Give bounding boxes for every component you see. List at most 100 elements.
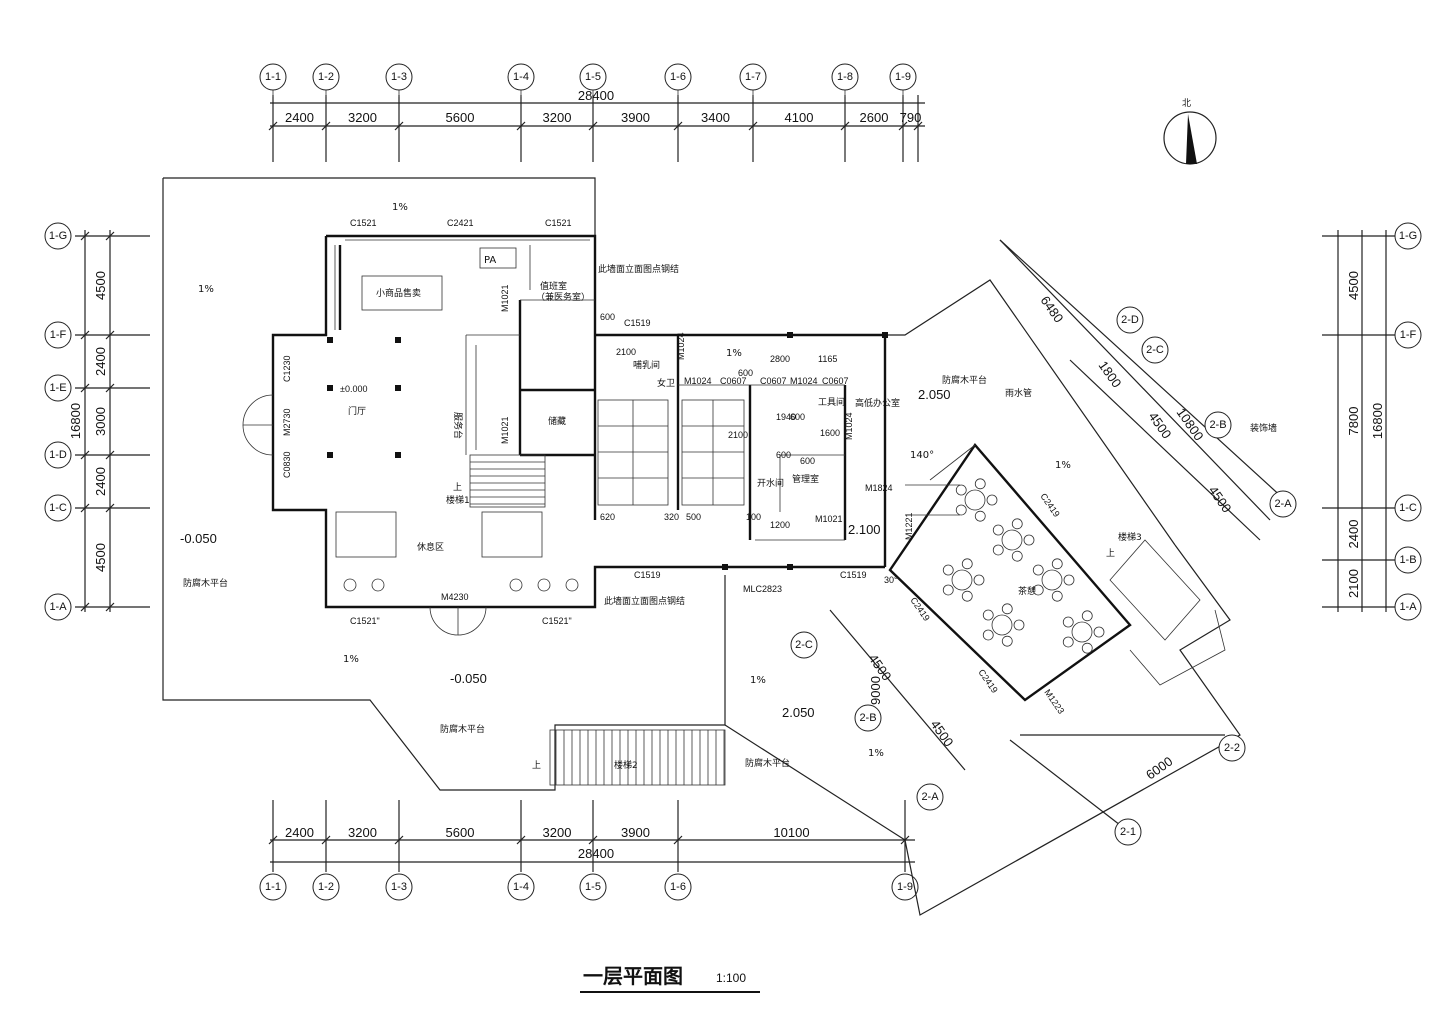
axis-bubble-right-label: 1-G — [1399, 230, 1417, 242]
left-total-dim: 16800 — [68, 403, 83, 439]
left-seg-dim: 3000 — [93, 407, 108, 436]
axis-bubble-top-label: 1-2 — [318, 71, 334, 83]
top-seg-dim: 790 — [900, 110, 922, 125]
chair — [1011, 518, 1023, 530]
axis-bubble-bottom: 1-5 — [579, 873, 607, 901]
axis-bubble-bottom-label: 1-9 — [897, 881, 913, 893]
axis-bubble-bottom: 1-9 — [891, 873, 919, 901]
interior-dim: 600 — [776, 450, 791, 460]
door-window-code: C1519 — [634, 570, 661, 580]
axis-bubble-top: 1-8 — [831, 63, 859, 91]
left-seg-dim: 2400 — [93, 467, 108, 496]
door-window-code: C2419 — [908, 595, 931, 622]
wall-note: 此墙面立面图点钢结 — [598, 263, 679, 274]
door-window-code: M1021 — [500, 284, 510, 312]
axis-bubble-right-label: 1-F — [1400, 329, 1417, 341]
axis-bubble-top-label: 1-5 — [585, 71, 601, 83]
structural-column — [722, 564, 728, 570]
axis-bubble-top-label: 1-9 — [895, 71, 911, 83]
seating-furniture — [335, 247, 579, 592]
axis-bubble-bottom-label: 1-1 — [265, 881, 281, 893]
axis-bubble-bottom-label: 1-6 — [670, 881, 686, 893]
axis-bubble-top-label: 1-6 — [670, 71, 686, 83]
interior-dim: 1165 — [818, 354, 837, 364]
interior-dim: 100 — [746, 512, 761, 522]
axis-bubble-bottom-label: 1-4 — [513, 881, 529, 893]
outer-platform — [162, 177, 1286, 916]
interior-dim: 2100 — [728, 430, 748, 440]
bottom-seg-dim: 2400 — [285, 825, 314, 840]
structural-column — [327, 337, 333, 343]
round-table — [991, 614, 1013, 636]
chair — [974, 510, 986, 522]
chair — [1081, 610, 1093, 622]
room-label-office: 高低办公室 — [855, 397, 900, 409]
right-mid-dim: 7800 — [1346, 407, 1361, 436]
room-label-duty: 值班室 — [540, 280, 567, 292]
room-label-lobby: 门厅 — [348, 405, 366, 417]
top-seg-dim: 4100 — [785, 110, 814, 125]
structural-column — [327, 452, 333, 458]
axis-bubble-top: 1-3 — [385, 63, 413, 91]
axis-bubble-diagonal: 2-D — [1116, 306, 1144, 334]
axis-bubble-left-label: 1-F — [50, 329, 67, 341]
door-window-code: M1024 — [844, 412, 854, 440]
angle-note: 140° — [910, 450, 934, 461]
top-seg-dim: 3200 — [543, 110, 572, 125]
stair3-up: 上 — [1106, 548, 1115, 559]
stair1-up: 上 — [453, 482, 462, 493]
top-total-dim: 28400 — [578, 88, 614, 103]
axis-bubble-diagonal-label: 2-2 — [1224, 742, 1240, 754]
chair — [992, 524, 1004, 536]
axis-bubble-left-label: 1-E — [49, 382, 66, 394]
top-seg-dim: 5600 — [446, 110, 475, 125]
axis-bubble-left-label: 1-D — [49, 449, 67, 461]
right-seg-dim: 2400 — [1346, 520, 1361, 549]
interior-dim: 320 — [664, 512, 679, 522]
door-window-code: C1230 — [282, 355, 292, 382]
level-west: -0.050 — [180, 531, 217, 546]
structural-column — [787, 564, 793, 570]
drawing-title-block: 一层平面图 1:100 — [580, 964, 760, 993]
axis-bubble-diagonal-label: 2-A — [1274, 498, 1292, 510]
chair — [961, 590, 973, 602]
door-window-code: C1521 — [350, 218, 377, 228]
axis-bubble-top-label: 1-3 — [391, 71, 407, 83]
left-seg-dim: 2400 — [93, 347, 108, 376]
slope-label: 1% — [750, 675, 766, 686]
drawing-title: 一层平面图 — [583, 964, 683, 988]
axis-bubble-diagonal: 2-C — [1141, 336, 1169, 364]
platform-label-southeast: 防腐木平台 — [745, 757, 790, 769]
axis-bubble-left: 1-F — [44, 321, 72, 349]
round-table — [1071, 621, 1093, 643]
slope-label: 1% — [198, 284, 214, 295]
structural-column — [787, 332, 793, 338]
axis-bubble-diagonal-label: 2-D — [1121, 314, 1139, 326]
right-total-dim: 16800 — [1370, 403, 1385, 439]
bottom-seg-dim: 10100 — [773, 825, 809, 840]
axis-bubble-top-label: 1-1 — [265, 71, 281, 83]
bottom-total-dim: 28400 — [578, 846, 614, 861]
bottom-seg-dim: 3200 — [348, 825, 377, 840]
room-label-pa: PA — [484, 255, 496, 266]
level-mid: 2.100 — [848, 522, 881, 537]
top-seg-dim: 3400 — [701, 110, 730, 125]
axis-bubble-right-label: 1-B — [1399, 554, 1416, 566]
chair — [1023, 534, 1035, 546]
door-window-code: C1521" — [542, 616, 572, 626]
interior-dim: 600 — [738, 368, 753, 378]
chair — [1051, 558, 1063, 570]
room-label-tool: 工具间 — [818, 396, 845, 408]
axis-bubble-bottom: 1-1 — [259, 873, 287, 901]
door-window-code: C0830 — [282, 451, 292, 478]
room-label-manage: 管理室 — [792, 473, 819, 485]
chair — [1001, 635, 1013, 647]
level-south: -0.050 — [450, 671, 487, 686]
axis-bubble-top: 1-4 — [507, 63, 535, 91]
axis-bubble-bottom: 1-3 — [385, 873, 413, 901]
stair2-up: 上 — [532, 760, 541, 771]
